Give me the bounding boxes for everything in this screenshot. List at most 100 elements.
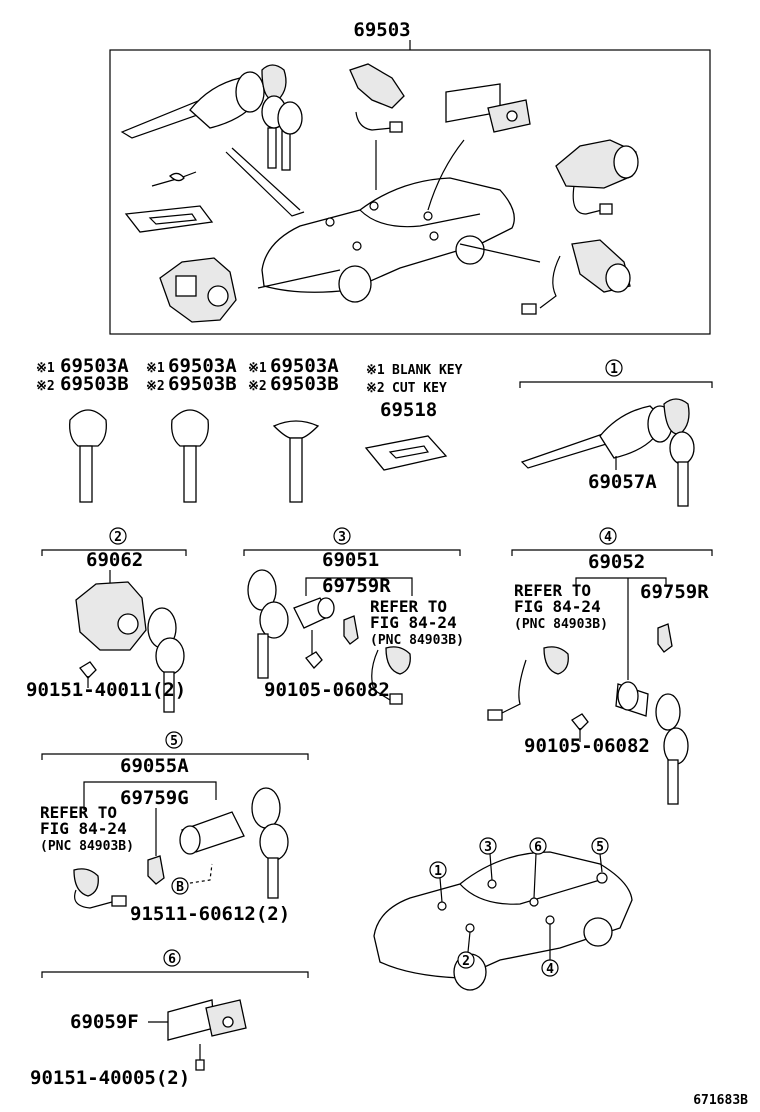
group-1-bracket bbox=[519, 381, 713, 388]
legend-blank-key: BLANK KEY bbox=[392, 363, 463, 378]
key-and-plate-drawing bbox=[124, 171, 214, 233]
key-variant-2: ※1 69503A ※2 69503B bbox=[146, 355, 237, 503]
key-2-part-b: 69503B bbox=[168, 373, 237, 395]
location-marker-2-label: 2 bbox=[462, 954, 470, 969]
key-variant-1: ※1 69503A ※2 69503B bbox=[36, 355, 129, 503]
key-1-head bbox=[69, 409, 107, 447]
key-variant-3: ※1 69503A ※2 69503B bbox=[248, 355, 339, 503]
key-2-head bbox=[171, 409, 209, 447]
group-2-number: 2 bbox=[114, 530, 122, 545]
group-5-bracket bbox=[41, 753, 309, 760]
group-3-screw-part-number: 90105-06082 bbox=[264, 679, 390, 701]
group-5-refer-line-3: (PNC 84903B) bbox=[40, 839, 134, 854]
group-3-refer-line-1: REFER TO bbox=[370, 597, 447, 616]
location-marker-1-label: 1 bbox=[434, 864, 442, 879]
group-4-number: 4 bbox=[604, 530, 612, 545]
group-4-screw-part-number: 90105-06082 bbox=[524, 735, 650, 757]
car-silhouette-top bbox=[261, 177, 515, 303]
group-1-cylinder-drawing bbox=[520, 398, 695, 507]
location-marker-3 bbox=[479, 837, 497, 855]
assembly-part-number: 69503 bbox=[353, 19, 410, 41]
group-3-sub-part-number: 69759R bbox=[322, 575, 391, 597]
group-4-sub-bracket bbox=[575, 577, 667, 586]
group-4-marker bbox=[599, 527, 617, 545]
group-5-sub-bracket bbox=[83, 781, 217, 810]
group-2-lock-drawing bbox=[75, 581, 185, 713]
group-6-bracket bbox=[41, 971, 309, 978]
group-5-part-number: 69055A bbox=[120, 755, 189, 777]
group-4-refer-line-1: REFER TO bbox=[514, 581, 591, 600]
group-4-sub-part-number: 69759R bbox=[640, 581, 709, 603]
location-marker-5-label: 5 bbox=[596, 840, 604, 855]
assembly-frame bbox=[109, 49, 711, 335]
group-5-screw-part-number: 91511-60612(2) bbox=[130, 903, 290, 925]
location-marker-2 bbox=[457, 951, 475, 969]
legend-cut-key: CUT KEY bbox=[392, 381, 447, 396]
group-5-callout-letter: B bbox=[176, 880, 184, 895]
group-2-bracket bbox=[41, 549, 187, 556]
group-5-marker bbox=[165, 731, 183, 749]
trunk-cylinder-drawing bbox=[555, 139, 639, 215]
group-5-refer-line-2: FIG 84-24 bbox=[40, 819, 127, 838]
group-6-marker bbox=[163, 949, 181, 967]
plate-drawing bbox=[364, 435, 448, 471]
group-3-sub-bracket bbox=[305, 577, 413, 596]
key-3-part-b: 69503B bbox=[270, 373, 339, 395]
location-marker-4-label: 4 bbox=[546, 962, 554, 977]
door-lock-drawing bbox=[159, 257, 237, 323]
group-2-screw-part-number: 90151-40011(2) bbox=[26, 679, 186, 701]
key-2-mark-2: ※2 bbox=[146, 379, 165, 394]
location-marker-6 bbox=[529, 837, 547, 855]
location-markers: 1 3 6 5 2 4 bbox=[429, 837, 609, 977]
group-6-screw-part-number: 90151-40005(2) bbox=[30, 1067, 190, 1089]
key-1-part-b: 69503B bbox=[60, 373, 129, 395]
pointer-arrows bbox=[225, 139, 541, 289]
key-3-mark-2: ※2 bbox=[248, 379, 267, 394]
group-3-marker bbox=[333, 527, 351, 545]
group-5-callout-marker bbox=[171, 877, 189, 895]
latch-drawing bbox=[349, 63, 405, 133]
group-4-cylinder-drawing bbox=[487, 623, 689, 805]
group-3-refer-line-3: (PNC 84903B) bbox=[370, 633, 464, 648]
group-6-number: 6 bbox=[168, 952, 176, 967]
group-5-number: 5 bbox=[170, 734, 178, 749]
group-3-refer-line-2: FIG 84-24 bbox=[370, 613, 457, 632]
key-2-mark-1: ※1 bbox=[146, 361, 165, 376]
ignition-cylinder-drawing bbox=[120, 64, 303, 171]
key-2-blade bbox=[183, 445, 197, 503]
group-3-part-number: 69051 bbox=[322, 549, 379, 571]
key-1-part-a: 69503A bbox=[60, 355, 129, 377]
group-3-bracket bbox=[243, 549, 461, 556]
group-4-refer-line-2: FIG 84-24 bbox=[514, 597, 601, 616]
group-5-refer-line-1: REFER TO bbox=[40, 803, 117, 822]
group-2-marker bbox=[109, 527, 127, 545]
key-3-head bbox=[272, 420, 320, 439]
key-1-mark-1: ※1 bbox=[36, 361, 55, 376]
location-marker-6-label: 6 bbox=[534, 840, 542, 855]
group-6-part-number: 69059F bbox=[70, 1011, 139, 1033]
diagram-id: 671683B bbox=[693, 1093, 748, 1108]
group-6-switch-drawing bbox=[167, 999, 247, 1071]
location-car-drawing bbox=[373, 851, 633, 991]
group-3-cylinder-drawing bbox=[247, 569, 411, 705]
group-4-bracket bbox=[511, 549, 713, 556]
legend-mark-2: ※2 bbox=[366, 381, 385, 396]
group-4-part-number: 69052 bbox=[588, 551, 645, 573]
key-legend: ※1 BLANK KEY ※2 CUT KEY bbox=[366, 363, 463, 396]
key-2-part-a: 69503A bbox=[168, 355, 237, 377]
legend-mark-1: ※1 bbox=[366, 363, 385, 378]
group-4-refer-line-3: (PNC 84903B) bbox=[514, 617, 608, 632]
location-marker-3-label: 3 bbox=[484, 840, 492, 855]
door-cylinder-drawing bbox=[521, 239, 631, 315]
switch-box-drawing bbox=[445, 83, 531, 133]
location-marker-1 bbox=[429, 861, 447, 879]
key-3-blade bbox=[289, 437, 303, 503]
group-5-sub-part-number: 69759G bbox=[120, 787, 189, 809]
group-1-part-number: 69057A bbox=[588, 471, 657, 493]
plate-part-number: 69518 bbox=[380, 399, 437, 421]
key-1-mark-2: ※2 bbox=[36, 379, 55, 394]
key-3-mark-1: ※1 bbox=[248, 361, 267, 376]
group-1-number: 1 bbox=[610, 362, 618, 377]
